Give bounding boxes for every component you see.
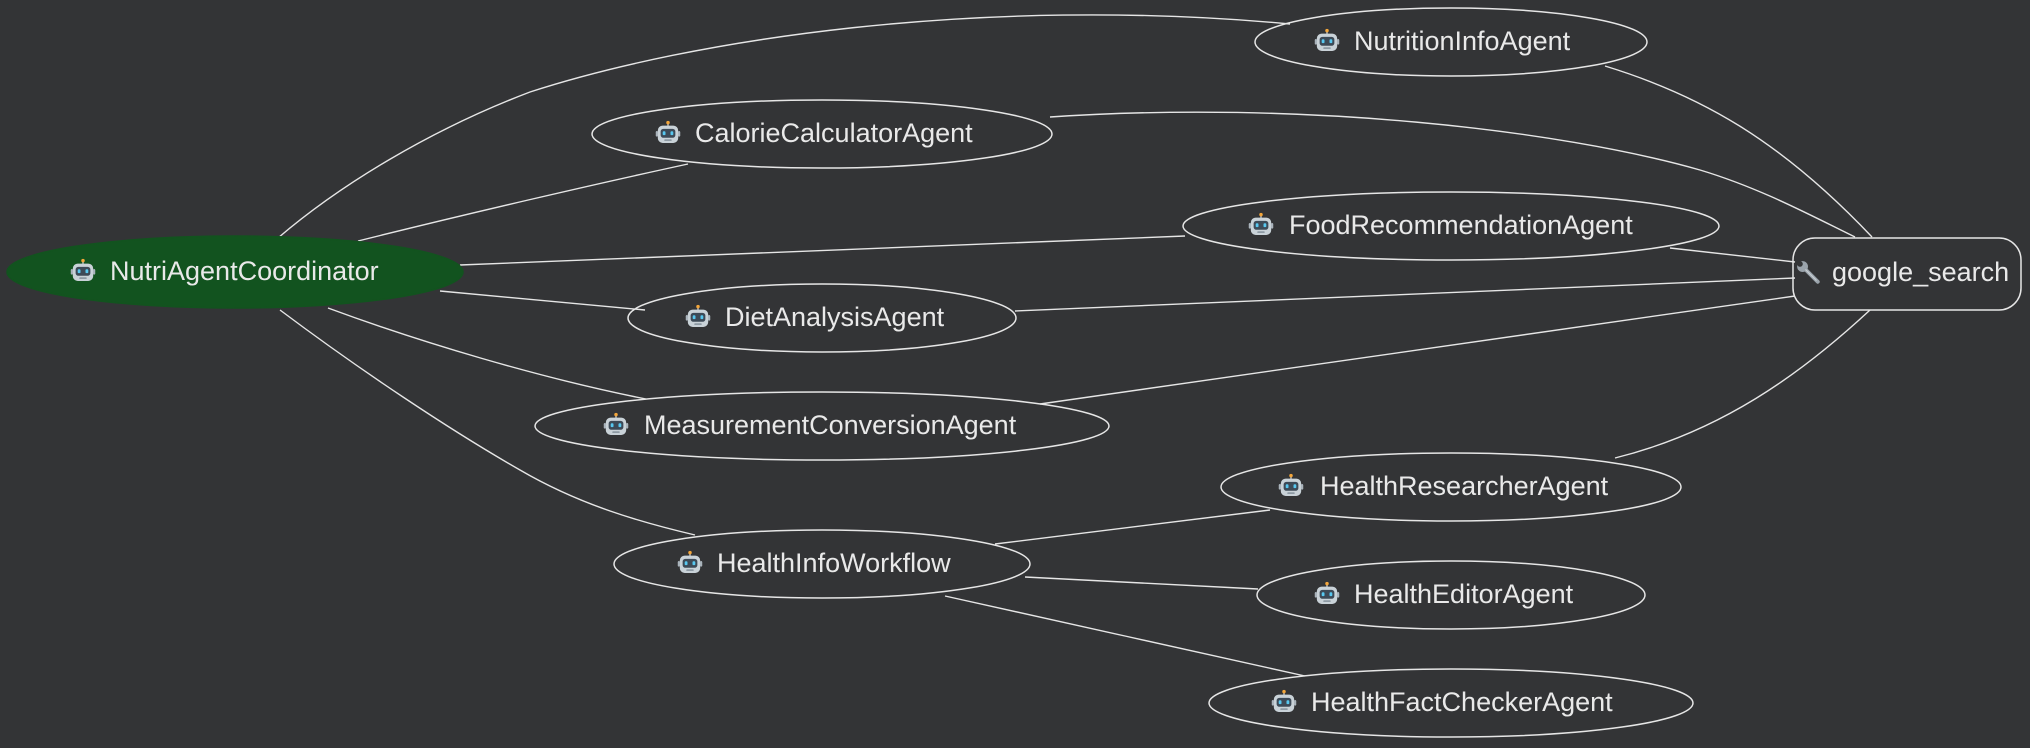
edge-healthinfoworkflow-healthresearcher	[994, 509, 1271, 545]
node-label: NutritionInfoAgent	[1354, 26, 1571, 56]
robot-icon	[1248, 212, 1274, 236]
edge-coordinator-caloriecalculator	[357, 163, 689, 242]
node-diet-analysis-agent[interactable]: DietAnalysisAgent	[627, 283, 1017, 353]
node-shape	[1208, 668, 1694, 738]
robot-icon	[1271, 689, 1297, 713]
edge-coordinator-measurementconversion	[327, 307, 647, 400]
node-shape	[1254, 7, 1648, 77]
node-shape	[6, 235, 464, 309]
wrench-icon	[1795, 259, 1820, 284]
edge-nutritioninfo-googlesearch	[1604, 65, 1873, 238]
node-label: HealthFactCheckerAgent	[1311, 687, 1613, 717]
robot-icon	[655, 120, 681, 144]
node-label: NutriAgentCoordinator	[110, 256, 379, 286]
node-shape	[534, 391, 1110, 461]
node-health-fact-checker-agent[interactable]: HealthFactCheckerAgent	[1208, 668, 1694, 738]
edge-coordinator-foodrecommendation	[459, 235, 1186, 266]
node-shape	[1182, 191, 1720, 261]
robot-icon	[603, 412, 629, 436]
node-label: FoodRecommendationAgent	[1289, 210, 1633, 240]
robot-icon	[1278, 473, 1304, 497]
node-nutri-agent-coordinator[interactable]: NutriAgentCoordinator	[6, 235, 464, 309]
edges	[277, 14, 1873, 677]
node-shape	[627, 283, 1017, 353]
node-shape	[613, 529, 1031, 599]
node-measurement-conversion-agent[interactable]: MeasurementConversionAgent	[534, 391, 1110, 461]
node-shape	[591, 99, 1053, 169]
edge-healthinfoworkflow-healtheditor	[1024, 576, 1259, 590]
node-nutrition-info-agent[interactable]: NutritionInfoAgent	[1254, 7, 1648, 77]
node-label: HealthResearcherAgent	[1320, 471, 1609, 501]
node-health-editor-agent[interactable]: HealthEditorAgent	[1256, 560, 1646, 630]
node-label: CalorieCalculatorAgent	[695, 118, 973, 148]
edge-caloriecalculator-googlesearch	[1049, 111, 1856, 238]
node-shape	[1220, 452, 1682, 522]
node-label: MeasurementConversionAgent	[644, 410, 1017, 440]
node-label: DietAnalysisAgent	[725, 302, 945, 332]
node-food-recommendation-agent[interactable]: FoodRecommendationAgent	[1182, 191, 1720, 261]
node-health-info-workflow[interactable]: HealthInfoWorkflow	[613, 529, 1031, 599]
robot-icon	[1314, 28, 1340, 52]
node-shape	[1256, 560, 1646, 630]
node-google-search-tool[interactable]: google_search	[1792, 237, 2022, 311]
node-health-researcher-agent[interactable]: HealthResearcherAgent	[1220, 452, 1682, 522]
nodes: NutriAgentCoordinator NutritionInfoAgent…	[6, 7, 2022, 738]
robot-icon	[685, 304, 711, 328]
edge-coordinator-nutritioninfo	[277, 14, 1291, 239]
robot-icon	[677, 550, 703, 574]
node-label: HealthInfoWorkflow	[717, 548, 951, 578]
node-calorie-calculator-agent[interactable]: CalorieCalculatorAgent	[591, 99, 1053, 169]
node-label: google_search	[1832, 257, 2009, 287]
edge-measurementconversion-googlesearch	[1039, 295, 1796, 405]
edge-healthresearcher-googlesearch	[1614, 309, 1871, 459]
edge-coordinator-dietanalysis	[439, 290, 646, 311]
robot-icon	[1314, 581, 1340, 605]
edge-coordinator-healthinfoworkflow	[279, 309, 696, 536]
node-label: HealthEditorAgent	[1354, 579, 1574, 609]
edge-healthinfoworkflow-healthfactchecker	[944, 595, 1306, 677]
edge-foodrecommendation-googlesearch	[1669, 247, 1796, 263]
edge-dietanalysis-googlesearch	[1014, 277, 1796, 312]
node-shape	[1792, 237, 2022, 311]
